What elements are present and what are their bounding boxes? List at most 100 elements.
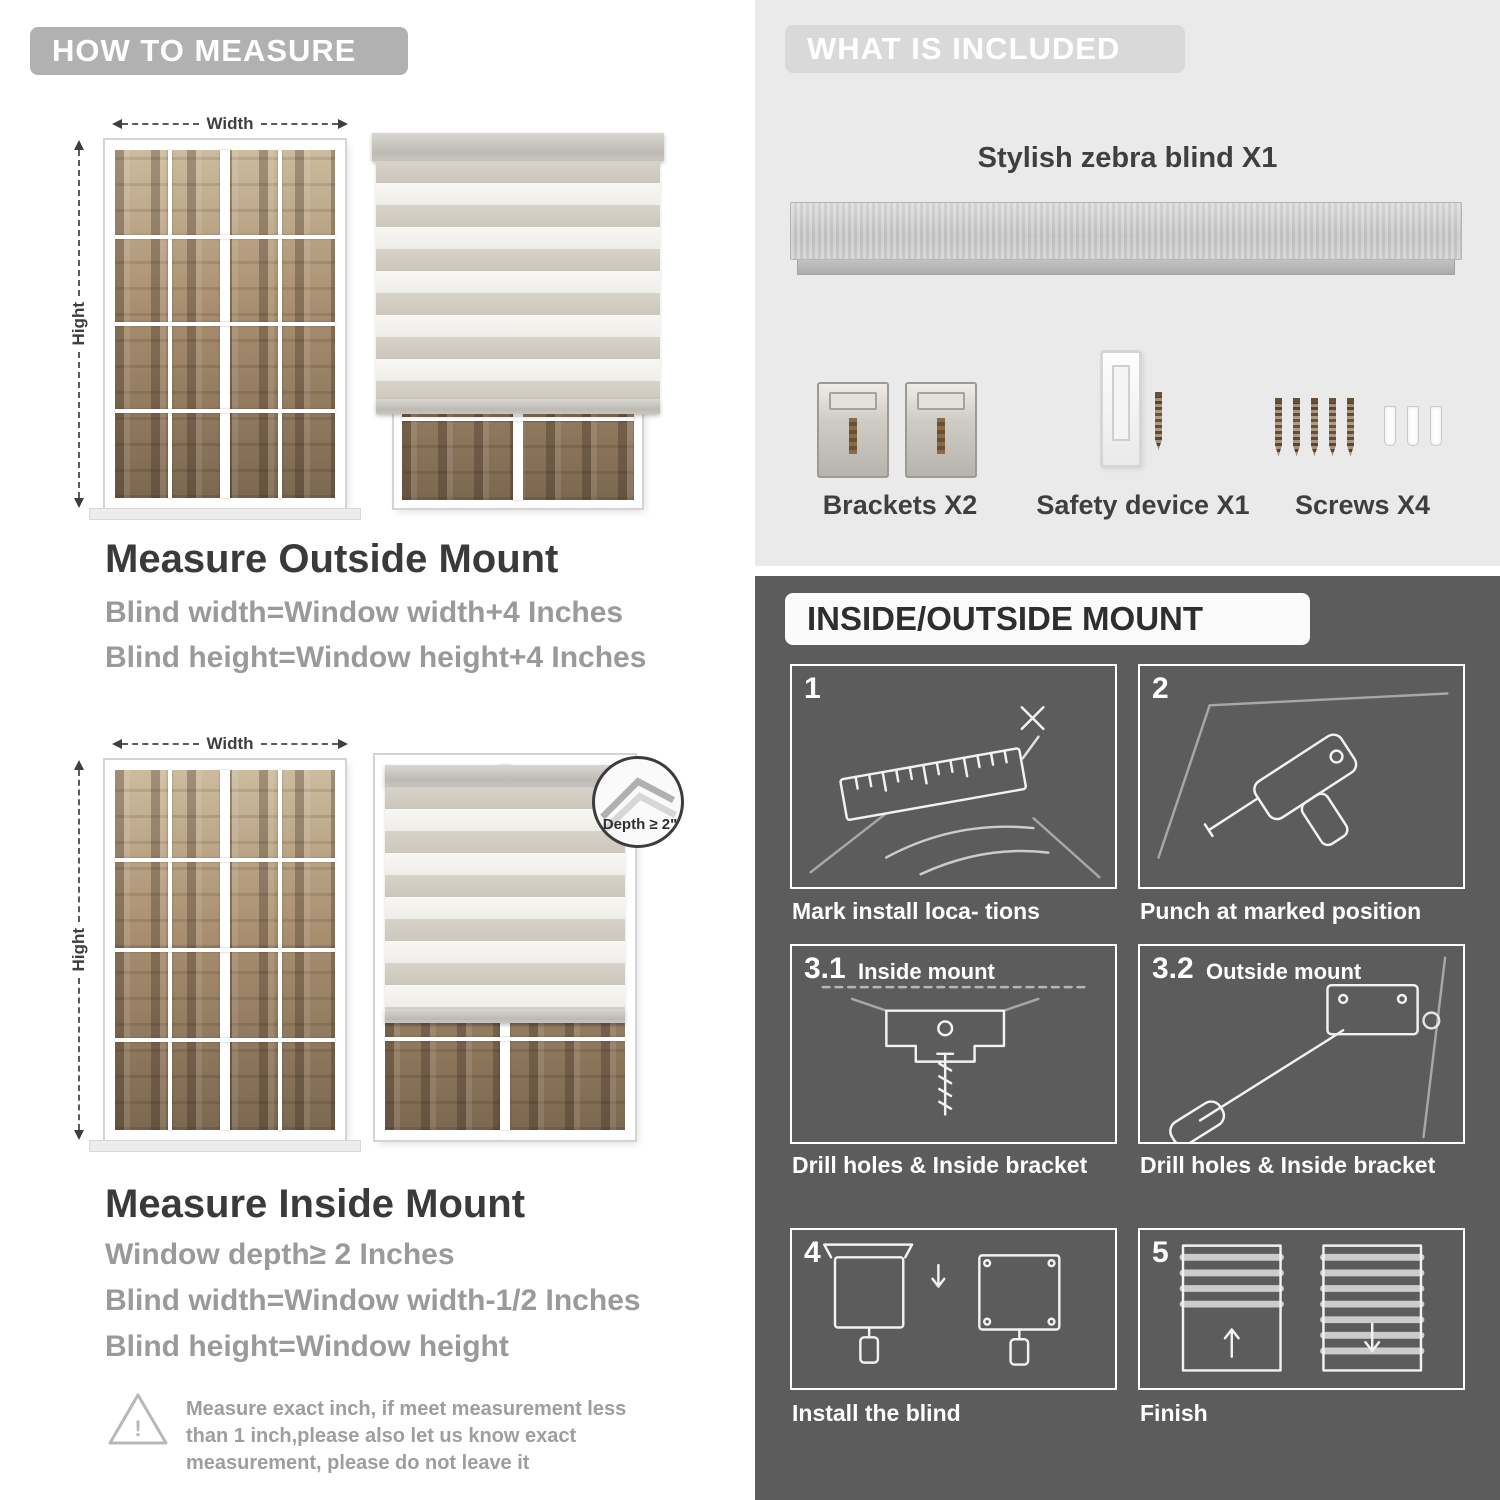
width-label: Width bbox=[206, 734, 254, 753]
screw-icon bbox=[1311, 398, 1318, 456]
bracket-illustration bbox=[905, 382, 977, 478]
blind-headrail bbox=[372, 133, 664, 161]
window-muntin bbox=[115, 948, 335, 952]
arrowhead-up-icon bbox=[74, 140, 84, 150]
mounting-title: INSIDE/OUTSIDE MOUNT bbox=[807, 600, 1204, 637]
inside-mount-line: Blind height=Window height bbox=[105, 1330, 509, 1363]
screws-label: Screws X4 bbox=[1294, 490, 1431, 520]
inside-bracket-illustration bbox=[792, 946, 1115, 1142]
mounting-header: INSIDE/OUTSIDE MOUNT bbox=[785, 593, 1310, 645]
blind-headrail-lip bbox=[797, 260, 1455, 275]
dashed-line bbox=[78, 150, 80, 297]
step-box-5: 5 bbox=[1138, 1228, 1465, 1390]
window-muntin bbox=[115, 1038, 335, 1042]
window-muntin bbox=[115, 858, 335, 862]
zebra-blind-inside-illustration bbox=[375, 755, 635, 1140]
note-line: Measure exact inch, if meet measurement … bbox=[186, 1398, 627, 1420]
arrowhead-left-icon bbox=[112, 739, 122, 749]
safety-screw-illustration bbox=[1155, 392, 1162, 450]
height-label: Hight bbox=[69, 928, 88, 972]
step-box-4: 4 bbox=[790, 1228, 1117, 1390]
inside-mount-line: Window depth≥ 2 Inches bbox=[105, 1238, 455, 1271]
step-caption: Drill holes & Inside bracket bbox=[1140, 1152, 1436, 1178]
step-number: 3.1 bbox=[804, 952, 846, 985]
window-sill bbox=[89, 508, 361, 520]
outside-mount-heading: Measure Outside Mount bbox=[105, 537, 559, 581]
window-muntin bbox=[385, 1036, 625, 1041]
dashed-line bbox=[260, 123, 338, 125]
dashed-line bbox=[78, 351, 80, 498]
step-box-3-1: 3.1 Inside mount bbox=[790, 944, 1117, 1144]
window-illustration bbox=[105, 760, 345, 1140]
step-caption: Mark install loca- tions bbox=[792, 898, 1040, 924]
dashed-line bbox=[78, 977, 80, 1130]
safety-device-label: Safety device X1 bbox=[1036, 490, 1250, 520]
whats-included-section: WHAT IS INCLUDED Stylish zebra blind X1 … bbox=[755, 0, 1500, 566]
dashed-line bbox=[78, 770, 80, 923]
dashed-line bbox=[122, 743, 200, 745]
width-arrow: Width bbox=[112, 114, 348, 133]
step-box-3-2: 3.2 Outside mount bbox=[1138, 944, 1465, 1147]
dashed-line bbox=[260, 743, 338, 745]
screw-icon bbox=[1275, 398, 1282, 456]
step-caption: Drill holes & Inside bracket bbox=[792, 1152, 1088, 1178]
depth-detail-circle bbox=[592, 756, 684, 848]
wall-anchor-icon bbox=[1384, 406, 1396, 446]
mark-locations-illustration bbox=[792, 666, 1115, 887]
width-label: Width bbox=[206, 114, 254, 133]
arrowhead-down-icon bbox=[74, 498, 84, 508]
screw-icon bbox=[1329, 398, 1336, 456]
step-number: 1 bbox=[804, 672, 821, 705]
arrowhead-right-icon bbox=[338, 119, 348, 129]
window-sill bbox=[89, 1140, 361, 1152]
note-line: than 1 inch,please also let us know exac… bbox=[186, 1425, 577, 1447]
bracket-illustration bbox=[817, 382, 889, 478]
note-line: measurement, please do not leave it bbox=[186, 1452, 530, 1474]
height-arrow: Hight bbox=[69, 760, 88, 1140]
step-caption: Install the blind bbox=[792, 1400, 961, 1426]
finish-illustration bbox=[1140, 1230, 1463, 1388]
wall-anchor-icon bbox=[1407, 406, 1419, 446]
outside-bracket-illustration bbox=[1140, 946, 1463, 1147]
window-corner-detail bbox=[600, 777, 677, 835]
width-arrow: Width bbox=[112, 734, 348, 753]
wall-anchor-icon bbox=[1430, 406, 1442, 446]
blind-stripes bbox=[385, 787, 625, 1009]
step-caption: Finish bbox=[1140, 1400, 1208, 1426]
how-to-measure-header: HOW TO MEASURE bbox=[30, 27, 408, 75]
blind-bottom-rail bbox=[376, 399, 660, 414]
blind-item-label: Stylish zebra blind X1 bbox=[977, 142, 1278, 174]
blind-headrail bbox=[385, 765, 625, 787]
screw-icon bbox=[1347, 398, 1354, 456]
screw-icon bbox=[1293, 398, 1300, 456]
window-muntin bbox=[115, 235, 335, 239]
inside-mount-heading: Measure Inside Mount bbox=[105, 1182, 526, 1226]
blind-stripes bbox=[376, 161, 660, 399]
screw-icon bbox=[1155, 392, 1162, 450]
arrowhead-right-icon bbox=[338, 739, 348, 749]
height-label: Hight bbox=[69, 302, 88, 346]
outside-mount-line: Blind height=Window height+4 Inches bbox=[105, 641, 647, 674]
height-arrow: Hight bbox=[69, 140, 88, 508]
screws-illustration bbox=[1275, 398, 1442, 456]
arrowhead-left-icon bbox=[112, 119, 122, 129]
window-muntin bbox=[115, 409, 335, 413]
warning-triangle-icon: ! bbox=[106, 1390, 170, 1448]
step-number: 3.2 bbox=[1152, 952, 1194, 985]
dashed-line bbox=[122, 123, 200, 125]
mounting-section: INSIDE/OUTSIDE MOUNT 1 Mark install loca… bbox=[755, 576, 1500, 1500]
outside-mount-line: Blind width=Window width+4 Inches bbox=[105, 596, 624, 629]
how-to-measure-title: HOW TO MEASURE bbox=[52, 33, 357, 68]
inside-mount-line: Blind width=Window width-1/2 Inches bbox=[105, 1284, 641, 1317]
step-box-2: 2 bbox=[1138, 664, 1465, 889]
window-muntin bbox=[115, 322, 335, 326]
blind-bottom-rail bbox=[385, 1009, 625, 1023]
brackets-label: Brackets X2 bbox=[822, 490, 978, 520]
outside-mount-label: Outside mount bbox=[1206, 959, 1362, 984]
whats-included-title: WHAT IS INCLUDED bbox=[807, 31, 1121, 66]
step-caption: Punch at marked position bbox=[1140, 898, 1422, 924]
blind-headrail-illustration bbox=[790, 202, 1462, 260]
drill-illustration bbox=[1140, 666, 1463, 887]
safety-device-illustration bbox=[1100, 350, 1142, 468]
arrowhead-up-icon bbox=[74, 760, 84, 770]
